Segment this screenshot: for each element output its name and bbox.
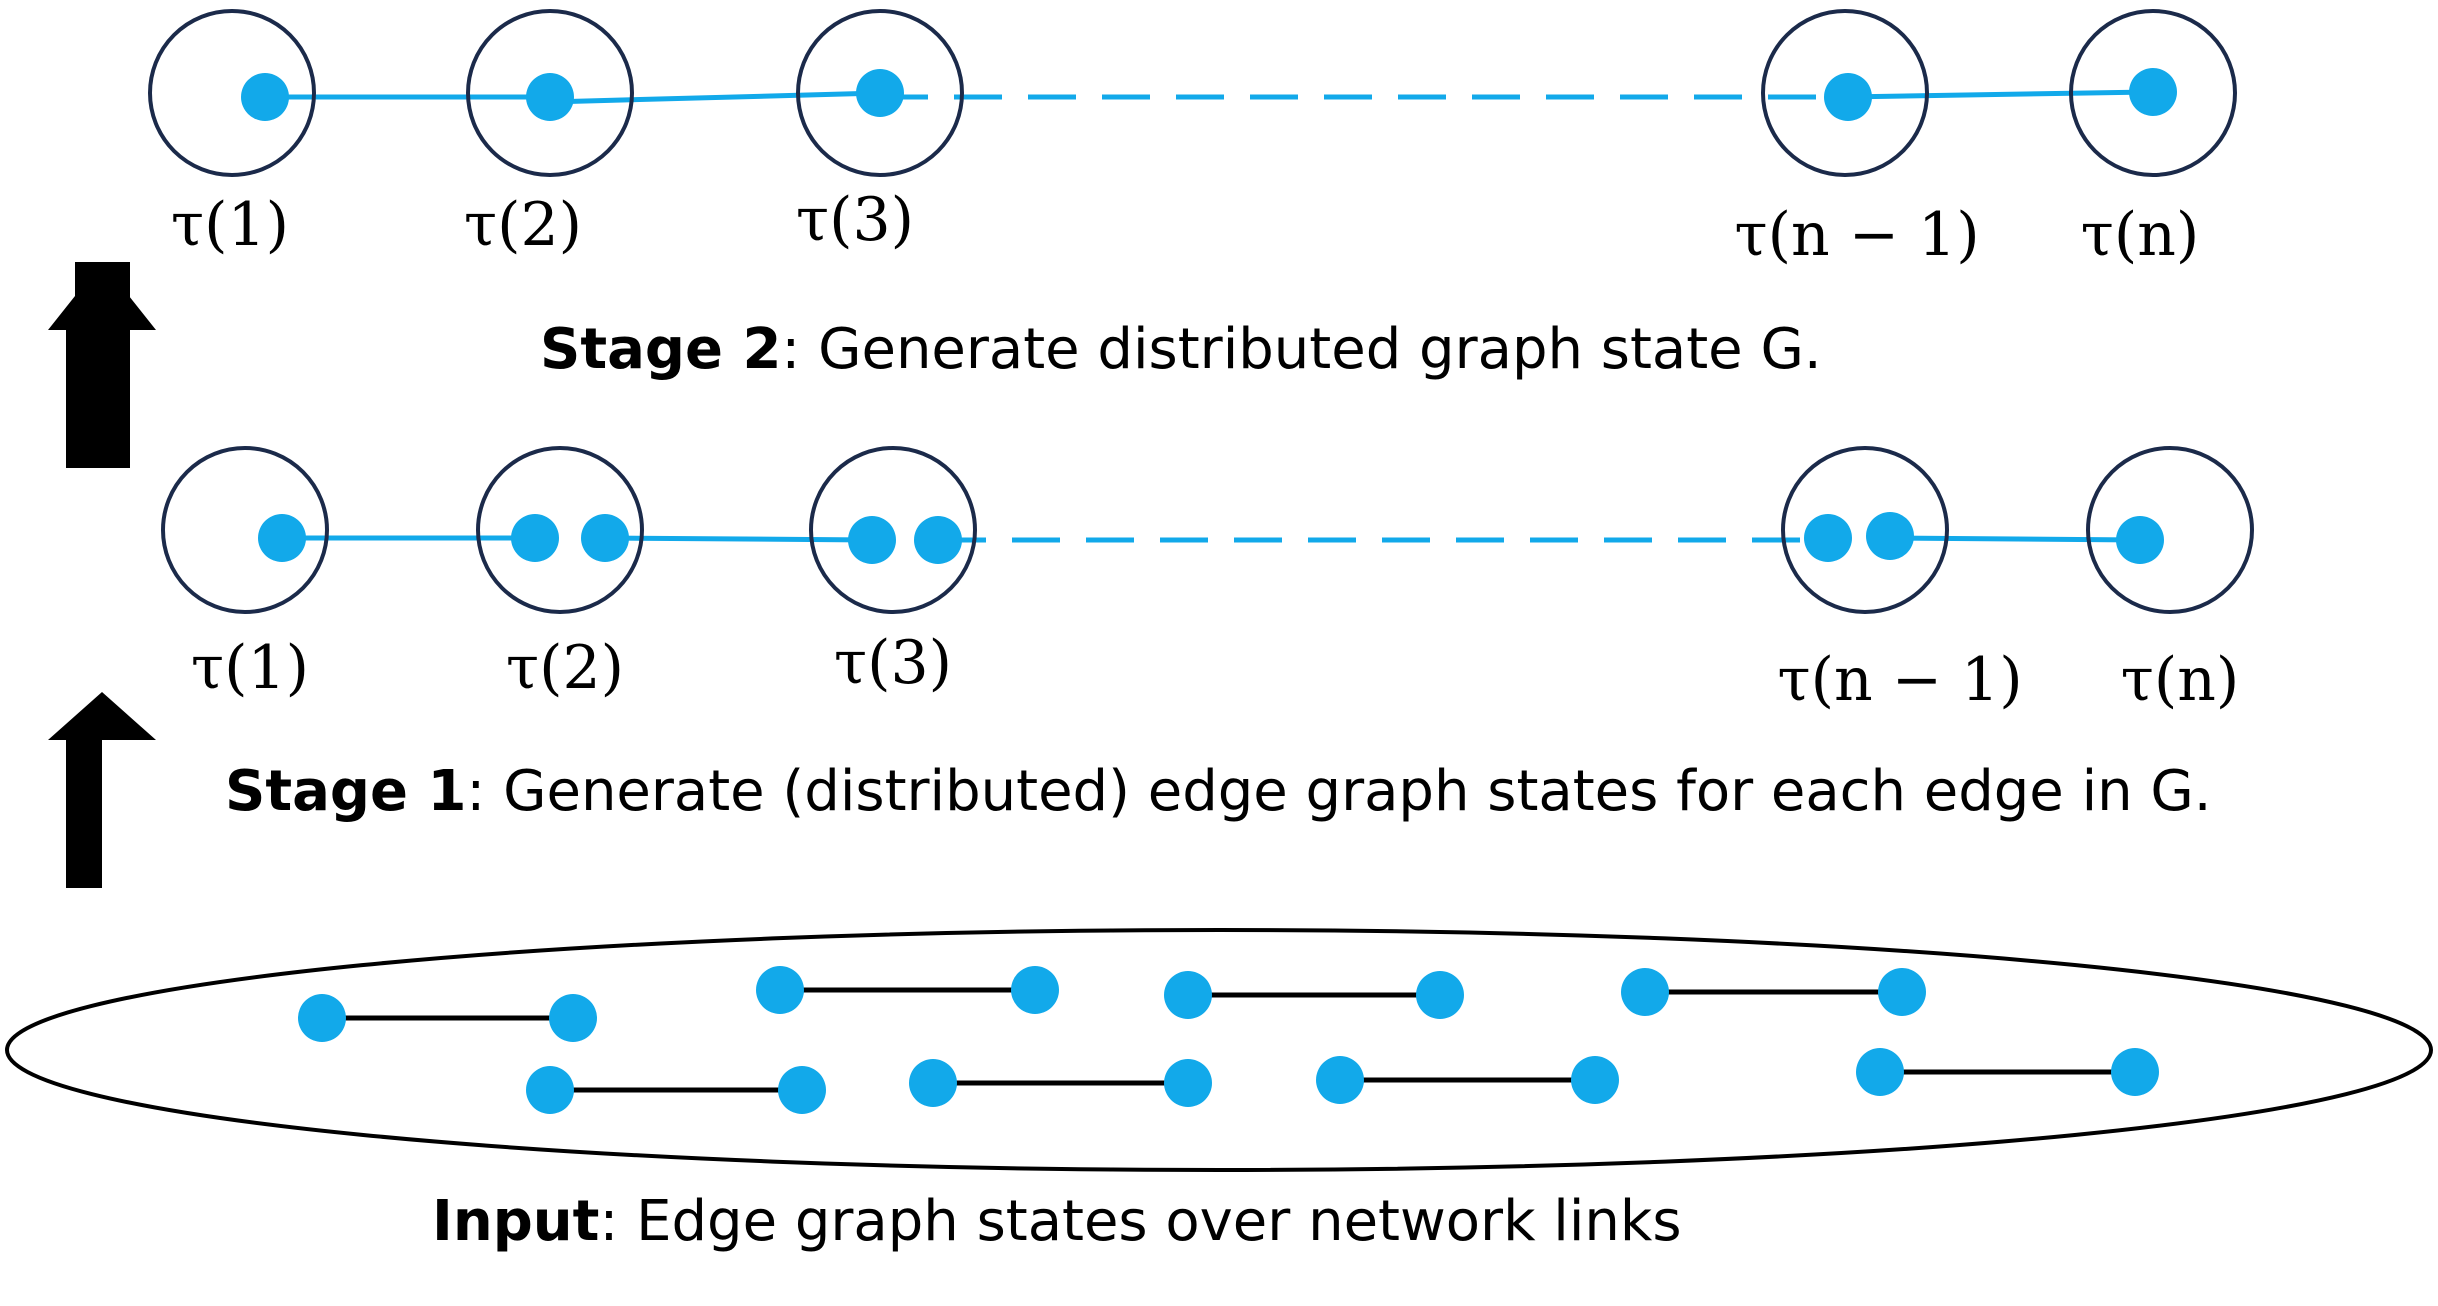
input-edge-6-qubit-a xyxy=(909,1059,957,1107)
stage2-node-1 xyxy=(148,9,316,177)
input-edge-7-qubit-b xyxy=(1571,1056,1619,1104)
stage2-qubit-2 xyxy=(526,73,574,121)
stage2-label-n: τ(n) xyxy=(2081,200,2200,270)
input-edge-2-qubit-a xyxy=(756,966,804,1014)
input-edge-4-qubit-a xyxy=(1621,968,1669,1016)
stage1-node-n xyxy=(2086,446,2254,614)
input-pool xyxy=(5,928,2433,1172)
input-edge-1-qubit-b xyxy=(549,994,597,1042)
arrow-up-stage1-shaft xyxy=(66,738,102,888)
input-edge-3-qubit-b xyxy=(1416,971,1464,1019)
input-caption-bold: Input xyxy=(432,1189,599,1254)
input-edge-6-qubit-b xyxy=(1164,1059,1212,1107)
stage1-caption-text: : Generate (distributed) edge graph stat… xyxy=(466,759,2211,824)
stage2-node-n-minus-1 xyxy=(1761,9,1929,177)
stage1-qubit-n-minus-1b xyxy=(1866,512,1914,560)
stage1-qubit-n-minus-1a xyxy=(1804,514,1852,562)
stage1-node-1 xyxy=(161,446,329,614)
stage2-label-2: τ(2) xyxy=(464,190,582,260)
stage1-label-2: τ(2) xyxy=(506,633,624,703)
stage2-label-1: τ(1) xyxy=(171,190,289,260)
stage1-row: τ(1) τ(2) τ(3) τ(n − 1) τ(n) xyxy=(161,446,2254,715)
arrow-up-stage2-shaft xyxy=(66,328,102,468)
stage2-qubit-1 xyxy=(241,73,289,121)
input-edge-5-qubit-a xyxy=(526,1066,574,1114)
stage1-caption-bold: Stage 1 xyxy=(225,759,466,824)
stage1-qubit-2a xyxy=(511,514,559,562)
stage2-link-n1-n xyxy=(1844,89,2151,100)
stage2-caption-bold: Stage 2 xyxy=(540,317,781,382)
stage1-qubit-n xyxy=(2116,516,2164,564)
stage2-qubit-n-minus-1 xyxy=(1824,73,1872,121)
input-edge-8-qubit-a xyxy=(1856,1048,1904,1096)
stage2-qubit-3 xyxy=(856,69,904,117)
stage1-label-1: τ(1) xyxy=(191,633,309,703)
stage2-node-n xyxy=(2069,9,2237,177)
stage1-node-3 xyxy=(809,446,977,614)
stage1-qubit-1 xyxy=(258,514,306,562)
stage1-caption: Stage 1: Generate (distributed) edge gra… xyxy=(225,759,2212,824)
stage1-label-n-minus-1: τ(n − 1) xyxy=(1777,645,2022,715)
input-caption: Input: Edge graph states over network li… xyxy=(432,1189,1682,1254)
stage2-label-n-minus-1: τ(n − 1) xyxy=(1734,200,1979,270)
stage1-node-n-minus-1 xyxy=(1781,446,1949,614)
stage1-node-2 xyxy=(476,446,644,614)
stage2-row: τ(1) τ(2) τ(3) τ(n − 1) τ(n) xyxy=(148,9,2237,270)
stage1-label-3: τ(3) xyxy=(834,628,952,698)
input-edge-2-qubit-b xyxy=(1011,966,1059,1014)
input-caption-text: : Edge graph states over network links xyxy=(599,1189,1681,1254)
stage1-qubit-3b xyxy=(914,516,962,564)
input-edge-7-qubit-a xyxy=(1316,1056,1364,1104)
stage2-node-3 xyxy=(796,9,964,177)
stage1-qubit-2b xyxy=(581,514,629,562)
stage2-label-3: τ(3) xyxy=(796,185,914,255)
stage2-link-2-3 xyxy=(549,90,881,105)
arrow-up-stage1-head xyxy=(48,692,156,740)
stage2-caption-text: : Generate distributed graph state G. xyxy=(781,317,1821,382)
arrow-up-stage2-head xyxy=(48,262,156,330)
input-edge-8-qubit-b xyxy=(2111,1048,2159,1096)
input-edge-1-qubit-a xyxy=(298,994,346,1042)
stage2-caption: Stage 2: Generate distributed graph stat… xyxy=(540,317,1822,382)
stage1-link-n1-n xyxy=(1889,535,2141,543)
stage2-node-2 xyxy=(466,9,634,177)
stage1-label-n: τ(n) xyxy=(2121,645,2240,715)
input-edge-5-qubit-b xyxy=(778,1066,826,1114)
stage1-qubit-3a xyxy=(848,516,896,564)
input-ellipse xyxy=(5,928,2433,1172)
input-edge-3-qubit-a xyxy=(1164,971,1212,1019)
stage1-link-2-3 xyxy=(604,535,873,543)
input-edge-4-qubit-b xyxy=(1878,968,1926,1016)
stage2-qubit-n xyxy=(2129,68,2177,116)
